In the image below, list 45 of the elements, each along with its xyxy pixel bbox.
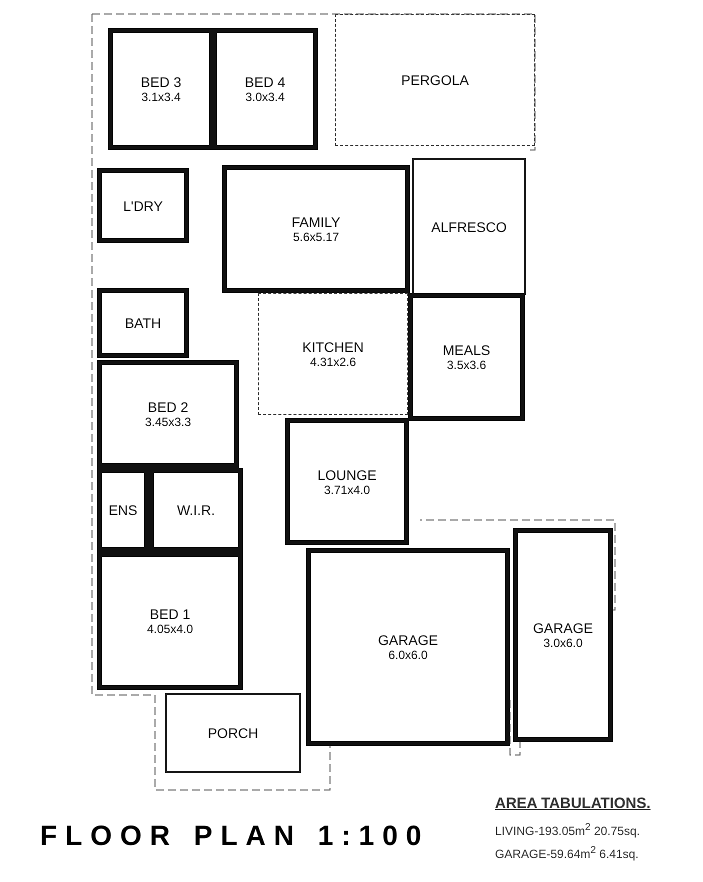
area-tabulations-heading: AREA TABULATIONS.: [495, 795, 651, 812]
room-outline: [335, 14, 535, 146]
room-outline: [285, 418, 409, 545]
room-name: BATH: [124, 315, 162, 331]
room-name: PORCH: [208, 725, 258, 741]
area-line: GARAGE-59.64m$^{2}$ 6.41sq.: [495, 845, 639, 861]
room-name: BED 4: [244, 74, 286, 90]
room-dimensions: 3.5x3.6: [446, 358, 486, 372]
drawing-title: FLOOR PLAN 1:100: [40, 820, 430, 852]
room-dimensions: 4.05x4.0: [146, 622, 194, 636]
room-name: MEALS: [442, 342, 490, 358]
room-dimensions: 3.0x6.0: [543, 636, 583, 650]
room-outline: [97, 552, 243, 690]
room-dimensions: 3.45x3.3: [144, 415, 192, 429]
room-name: PERGOLA: [401, 72, 469, 88]
room-outline: [97, 288, 189, 358]
room-dimensions: 3.1x3.4: [141, 90, 181, 104]
room-dimensions: 3.0x3.4: [245, 90, 285, 104]
room-name: BED 2: [148, 399, 188, 415]
room-name: FAMILY: [292, 214, 340, 230]
room-outline: [222, 165, 410, 293]
room-outline: [513, 528, 613, 742]
room-outline: [212, 28, 318, 150]
room-dimensions: 6.0x6.0: [388, 648, 428, 662]
room-name: KITCHEN: [302, 339, 364, 355]
room-outline: [408, 293, 525, 421]
room-name: W.I.R.: [176, 502, 216, 518]
room-outline: [306, 548, 510, 746]
room-dimensions: 3.71x4.0: [324, 482, 370, 496]
room-outline: [412, 158, 526, 295]
room-name: L'DRY: [123, 198, 163, 214]
room-outline: [97, 360, 239, 468]
room-name: ENS: [108, 502, 138, 518]
room-name: BED 3: [140, 74, 182, 90]
room-name: BED 1: [150, 606, 190, 622]
room-name: ALFRESCO: [431, 218, 507, 234]
room-dimensions: 5.6x5.17: [292, 230, 340, 244]
room-name: GARAGE: [378, 632, 438, 648]
room-outline: [165, 693, 301, 773]
room-outline: [108, 28, 214, 150]
area-line: LIVING-193.05m$^{2}$ 20.75sq.: [495, 822, 640, 838]
room-name: LOUNGE: [317, 466, 377, 482]
room-outline: [97, 168, 189, 243]
room-name: GARAGE: [533, 620, 593, 636]
room-dimensions: 4.31x2.6: [310, 355, 356, 369]
